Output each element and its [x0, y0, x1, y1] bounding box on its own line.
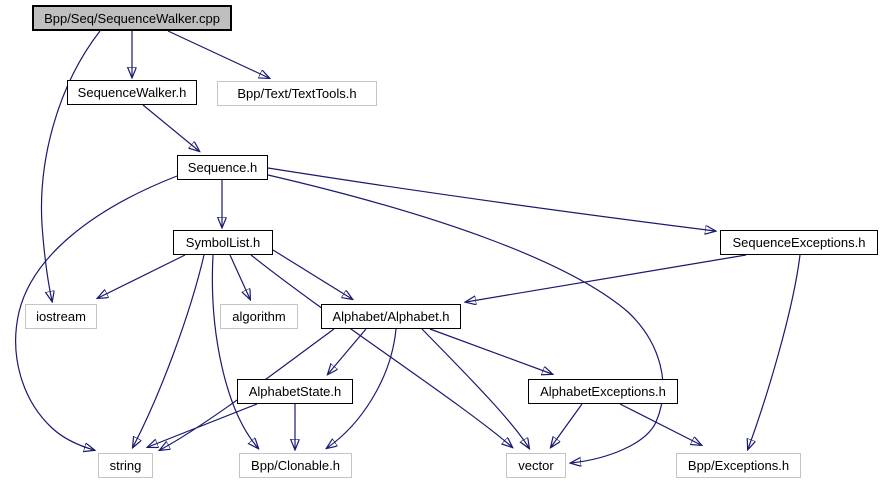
edge-sequenceexceptions-h-to-alphabet-h [466, 254, 747, 302]
edge-cpp-to-iostream [40, 30, 101, 301]
edge-alphabetstate-h-to-string [148, 403, 258, 447]
node-exceptions-h: Bpp/Exceptions.h [676, 453, 801, 478]
edge-alphabet-h-to-vector [421, 328, 529, 448]
node-sequenceexceptions-h[interactable]: SequenceExceptions.h [720, 230, 878, 255]
edge-symbollist-h-to-iostream [98, 254, 186, 298]
edge-symbollist-h-to-vector [250, 254, 512, 447]
node-vector: vector [506, 453, 566, 478]
edge-alphabet-h-to-alphabetstate-h [328, 328, 367, 374]
node-iostream: iostream [25, 304, 97, 329]
edge-cpp-to-texttools-h [167, 30, 269, 78]
node-sequencewalker-h[interactable]: SequenceWalker.h [67, 80, 197, 105]
edge-sequencewalker-h-to-sequence-h [142, 104, 199, 151]
node-string: string [98, 453, 153, 478]
edge-sequence-h-to-sequenceexceptions-h [267, 167, 715, 231]
node-alphabet-h[interactable]: Alphabet/Alphabet.h [321, 304, 461, 329]
node-clonable-h: Bpp/Clonable.h [239, 453, 352, 478]
edge-alphabetexceptions-h-to-vector [551, 403, 583, 447]
edge-symbollist-h-to-alphabet-h [272, 249, 352, 299]
edge-sequenceexceptions-h-to-exceptions-h [748, 254, 801, 449]
edge-alphabet-h-to-clonable-h [327, 328, 397, 448]
edge-alphabet-h-to-alphabetexceptions-h [429, 328, 552, 374]
edge-sequence-h-to-string [15, 175, 178, 450]
edge-alphabetexceptions-h-to-exceptions-h [619, 403, 701, 445]
node-symbollist-h[interactable]: SymbolList.h [173, 230, 273, 255]
node-algorithm: algorithm [220, 304, 298, 329]
node-texttools-h: Bpp/Text/TextTools.h [217, 81, 377, 106]
edge-symbollist-h-to-algorithm [229, 254, 250, 299]
node-sequence-h[interactable]: Sequence.h [177, 155, 268, 180]
edge-sequence-h-to-vector [267, 174, 664, 463]
node-alphabetexceptions-h[interactable]: AlphabetExceptions.h [528, 379, 678, 404]
edge-symbollist-h-to-clonable-h [211, 254, 258, 448]
edge-symbollist-h-to-string [133, 254, 205, 447]
node-alphabetstate-h[interactable]: AlphabetState.h [237, 379, 353, 404]
node-sequencewalker-cpp: Bpp/Seq/SequenceWalker.cpp [32, 5, 232, 31]
